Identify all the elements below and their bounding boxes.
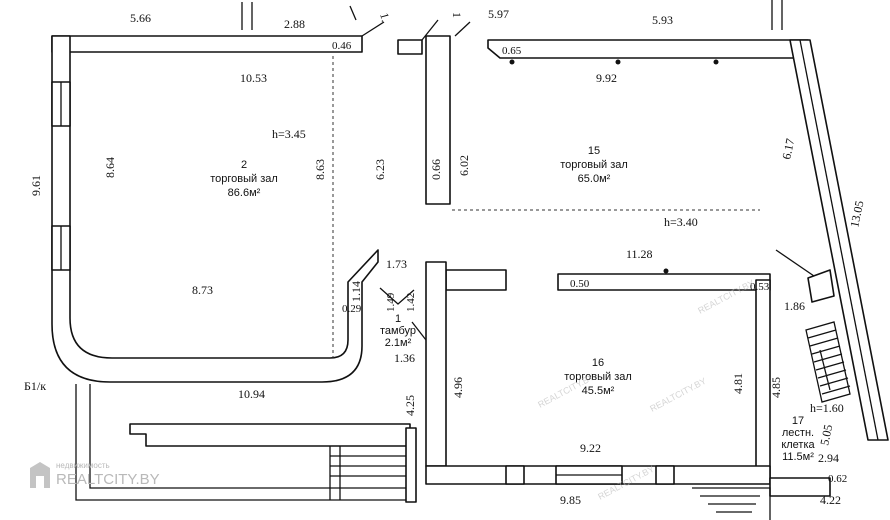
room-17-name-1: лестн.: [782, 427, 814, 439]
dim-4-25: 4.25: [403, 395, 417, 416]
walls: [51, 0, 889, 520]
wall-entry-left-stub: [397, 39, 423, 55]
height-room-17: h=1.60: [810, 401, 844, 415]
dim-5-66: 5.66: [130, 11, 151, 25]
dim-4-81: 4.81: [731, 373, 745, 394]
dimensions: 5.66 2.88 0.46 1. 1 5.97 5.93 0.65 10.53…: [29, 7, 867, 507]
dim-2-88: 2.88: [284, 17, 305, 31]
dim-4-85: 4.85: [769, 377, 783, 398]
dim-4-96: 4.96: [451, 377, 465, 398]
dim-0-66: 0.66: [429, 159, 443, 180]
dim-1-49: 1.49: [385, 292, 397, 312]
dim-5-97: 5.97: [488, 7, 509, 21]
room-1-number: 1: [395, 313, 401, 325]
basement-wall: [75, 384, 410, 501]
room-2-number: 2: [241, 159, 247, 171]
room-labels: h=3.45 2 торговый зал 86.6м² 15 торговый…: [24, 127, 844, 463]
dim-1-73: 1.73: [386, 257, 407, 271]
dim-0-62: 0.62: [828, 473, 847, 485]
dim-0-46: 0.46: [332, 40, 352, 52]
dim-8-73: 8.73: [192, 283, 213, 297]
watermark-line-1: недвижимость: [56, 461, 110, 470]
room-1-area: 2.1м²: [385, 337, 412, 349]
room-15-area: 65.0м²: [578, 173, 611, 185]
dim-10-94: 10.94: [238, 387, 265, 401]
window-bottom-1: [505, 465, 525, 485]
dim-11-28: 11.28: [626, 247, 653, 261]
room-16-number: 16: [592, 357, 604, 369]
central-column: [425, 35, 451, 205]
dim-1-right-door: 1: [450, 12, 464, 18]
dim-1-42: 1.42: [405, 293, 417, 312]
dim-9-61: 9.61: [29, 175, 43, 196]
dim-1-36: 1.36: [394, 351, 415, 365]
dim-0-65: 0.65: [502, 45, 522, 57]
room-17-number: 17: [792, 415, 804, 427]
room-17-area: 11.5м²: [782, 451, 814, 463]
dim-10-53: 10.53: [240, 71, 267, 85]
staircase: [805, 321, 851, 403]
dim-6-02: 6.02: [457, 155, 471, 176]
wall-left-curved: [51, 35, 379, 383]
room-16-area: 45.5м²: [582, 385, 615, 397]
dim-0-50: 0.50: [570, 278, 590, 290]
dim-1-86: 1.86: [784, 299, 805, 313]
dim-1-left-door: 1.: [377, 11, 393, 23]
dim-9-85: 9.85: [560, 493, 581, 507]
watermark-line-2: REALTCITY.BY: [56, 471, 160, 488]
wall-top-right: [487, 39, 811, 59]
dim-13-05: 13.05: [847, 199, 866, 228]
dim-9-22: 9.22: [580, 441, 601, 455]
room-2-name: торговый зал: [210, 173, 278, 185]
dim-2-94: 2.94: [818, 451, 839, 465]
dim-8-63: 8.63: [313, 159, 327, 180]
dim-4-22: 4.22: [820, 493, 841, 507]
dim-0-53: 0.53: [750, 281, 770, 293]
height-room-15: h=3.40: [664, 215, 698, 229]
side-label: Б1/к: [24, 379, 46, 393]
wall-room16-left: [425, 261, 447, 467]
height-room-2: h=3.45: [272, 127, 306, 141]
window-bottom-3: [655, 465, 675, 485]
dim-5-93: 5.93: [652, 13, 673, 27]
dim-9-92: 9.92: [596, 71, 617, 85]
dim-6-23: 6.23: [373, 159, 387, 180]
dim-1-14: 1.14: [349, 281, 363, 302]
room-2-area: 86.6м²: [228, 187, 261, 199]
dim-0-29: 0.29: [342, 303, 362, 315]
wall-stair-top: [807, 269, 835, 303]
room-17-name-2: клетка: [781, 439, 815, 451]
wall-top-left: [51, 35, 363, 53]
wall-stub-left-16: [445, 269, 507, 291]
watermark-logo-icon: [30, 462, 50, 488]
room-1-name: тамбур: [380, 325, 416, 337]
basement-steps: [129, 423, 411, 447]
room-15-name: торговый зал: [560, 159, 628, 171]
dim-8-64: 8.64: [103, 157, 117, 178]
room-16-name: торговый зал: [564, 371, 632, 383]
dim-5-05: 5.05: [817, 423, 835, 446]
basement-door-pier: [405, 427, 417, 503]
room-15-number: 15: [588, 145, 600, 157]
dim-6-17: 6.17: [779, 137, 797, 160]
watermark-diagonal-2: REALTCITY.BY: [648, 376, 708, 414]
wall-room16-right: [755, 279, 771, 481]
